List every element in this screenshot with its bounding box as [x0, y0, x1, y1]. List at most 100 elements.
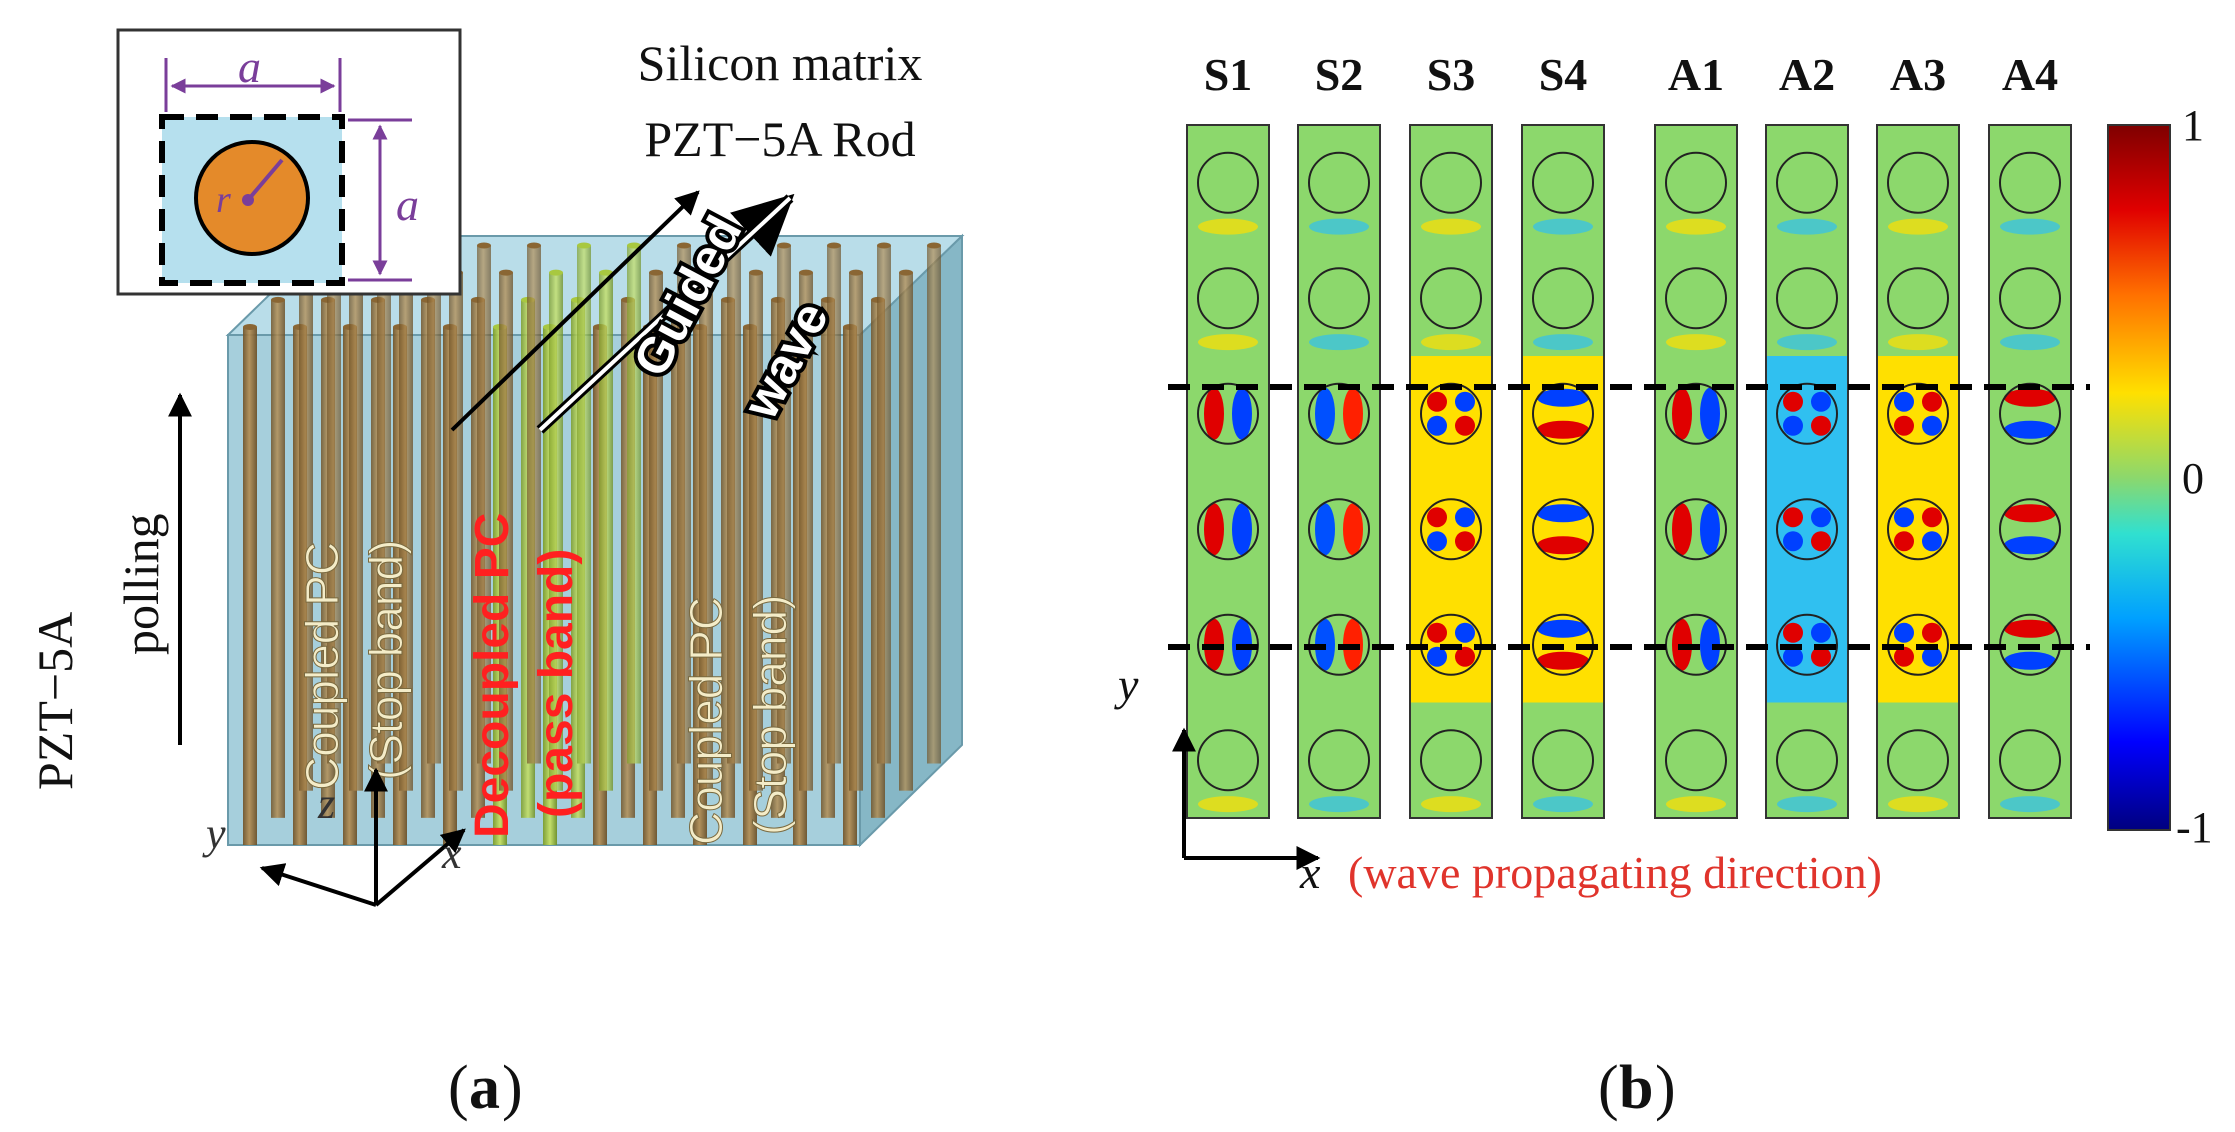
mode-strip-a1	[1654, 124, 1738, 819]
field-axis-y-label: y	[1114, 659, 1139, 710]
field-lobe	[1672, 503, 1692, 556]
defect-cell-background	[1410, 471, 1492, 587]
defect-cell-background	[1655, 356, 1737, 472]
field-lobe	[1811, 415, 1831, 436]
defect-cell-background	[1989, 356, 2071, 472]
field-lobe	[1700, 387, 1720, 440]
field-lobe	[1922, 531, 1942, 552]
pzt-rod-top	[499, 269, 513, 276]
svg-text:): )	[502, 1054, 523, 1122]
svg-text:b: b	[1619, 1054, 1653, 1122]
strip-border	[1521, 124, 1605, 819]
axis-z-label: z	[317, 779, 335, 828]
pzt-rod	[449, 272, 463, 791]
field-tint	[1421, 796, 1481, 813]
rod-outline	[1197, 498, 1259, 561]
pzt-rod	[499, 272, 513, 791]
field-lobe	[2004, 536, 2056, 555]
strip-border	[1988, 124, 2072, 819]
svg-text:Coupled PC: Coupled PC	[296, 542, 348, 790]
pzt-rod	[877, 245, 891, 764]
mode-strip-s1	[1186, 124, 1270, 819]
pzt-rod-top	[527, 242, 541, 249]
pzt-rod-top	[271, 296, 285, 303]
field-lobe	[1922, 415, 1942, 436]
rod-outline	[1999, 267, 2061, 330]
rod-outline	[1420, 267, 1482, 330]
rod-outline	[1999, 498, 2061, 561]
pzt-rod	[849, 272, 863, 791]
field-tint	[1421, 334, 1481, 351]
pzt-rod	[699, 272, 713, 791]
field-lobe	[1427, 507, 1447, 528]
pzt-rod	[427, 245, 441, 764]
svg-text:(Stop band): (Stop band)	[360, 540, 412, 780]
strip-border	[1876, 124, 1960, 819]
svg-text:(: (	[1598, 1054, 1619, 1122]
rod-outline	[1420, 498, 1482, 561]
pzt-rod	[377, 245, 391, 764]
pzt-rod-top	[827, 242, 841, 249]
svg-text:Decoupled PC: Decoupled PC	[466, 513, 519, 838]
axis-y-label: y	[202, 809, 226, 858]
colorbar-min-label: -1	[2176, 803, 2213, 852]
rod-outline	[1776, 498, 1838, 561]
field-lobe	[1811, 646, 1831, 667]
region-right-label: Coupled PC (Stop band)	[680, 594, 797, 845]
rod-outline	[1532, 382, 1594, 445]
pzt-rod	[677, 245, 691, 764]
colorbar-mid-label: 0	[2182, 454, 2204, 503]
field-tint	[1888, 796, 1948, 813]
field-lobe	[1922, 622, 1942, 643]
field-lobe	[1455, 531, 1475, 552]
defect-cell-background	[1766, 471, 1848, 587]
pc-block	[225, 233, 965, 848]
pzt-rod-top	[749, 269, 763, 276]
pzt-rod	[827, 245, 841, 764]
field-lobe	[1783, 415, 1803, 436]
pzt-rod	[577, 245, 591, 764]
field-tint	[1198, 796, 1258, 813]
pzt-rod	[243, 327, 257, 845]
inset-r-label: r	[216, 179, 231, 221]
mode-label-s4: S4	[1539, 49, 1588, 100]
field-lobe	[1811, 531, 1831, 552]
field-lobe	[1894, 507, 1914, 528]
rod-outline	[1197, 382, 1259, 445]
field-lobe	[1922, 391, 1942, 412]
rod-outline	[1665, 498, 1727, 561]
rod-outline	[1999, 729, 2061, 792]
field-lobe	[1894, 622, 1914, 643]
field-tint	[1666, 218, 1726, 235]
field-tint	[1777, 796, 1837, 813]
field-tint	[1309, 796, 1369, 813]
rod-outline	[1887, 498, 1949, 561]
pzt-rod	[527, 245, 541, 764]
field-lobe	[1455, 622, 1475, 643]
svg-text:PZT−5A: PZT−5A	[27, 612, 83, 790]
field-tint	[1777, 334, 1837, 351]
field-lobe	[1700, 618, 1720, 671]
rod-outline	[1308, 729, 1370, 792]
field-tint	[1533, 334, 1593, 351]
pzt-rod-top	[649, 269, 663, 276]
field-lobe	[1343, 503, 1363, 556]
pzt-rod-top	[627, 242, 641, 249]
svg-text:polling: polling	[113, 513, 169, 655]
axes-triad: z y x	[202, 767, 466, 907]
pzt-rod-top	[599, 269, 613, 276]
rod-outline	[1197, 267, 1259, 330]
svg-text:a: a	[469, 1054, 500, 1122]
field-tint	[1666, 796, 1726, 813]
mode-label-a3: A3	[1890, 49, 1946, 100]
defect-cell-background	[1766, 356, 1848, 472]
field-axis-x-label: x	[1299, 847, 1321, 898]
field-tint	[1421, 218, 1481, 235]
field-lobe	[1537, 619, 1589, 638]
rod-outline	[1999, 382, 2061, 445]
rod-outline	[1420, 729, 1482, 792]
defect-cell-background	[1522, 356, 1604, 472]
field-tint	[1666, 334, 1726, 351]
